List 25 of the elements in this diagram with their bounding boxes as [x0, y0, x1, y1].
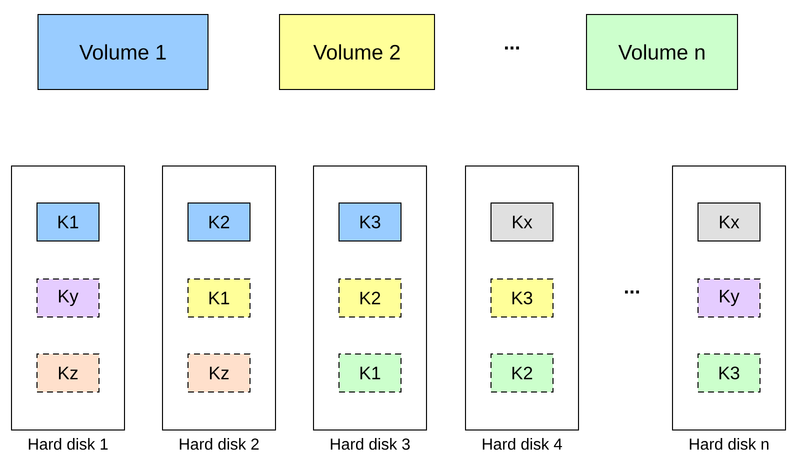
node-label: Hard disk 3 — [330, 438, 410, 450]
node-label: Hard disk n — [690, 438, 768, 450]
key-box: Kx — [698, 202, 760, 242]
key-box: K1 — [338, 354, 402, 392]
key-box: K2 — [338, 278, 402, 318]
ellipsis: ... — [505, 46, 519, 50]
key-box: Ky — [36, 278, 100, 318]
key-box: K3 — [490, 278, 554, 318]
ellipsis: ... — [625, 290, 639, 294]
volume-box: Volume 1 — [38, 14, 208, 90]
key-box: K2 — [188, 202, 250, 242]
key-box: Kx — [490, 202, 554, 242]
key-box: Kz — [36, 354, 100, 392]
key-box: K1 — [188, 278, 250, 318]
volume-box: Volume n — [586, 14, 738, 90]
key-box: Ky — [698, 278, 760, 318]
node-label: Hard disk 1 — [28, 438, 108, 450]
volume-box: Volume 2 — [279, 14, 435, 90]
key-box: K3 — [698, 354, 760, 392]
key-box: Kz — [188, 354, 250, 392]
key-box: K1 — [36, 202, 100, 242]
key-box: K2 — [490, 354, 554, 392]
node-label: Hard disk 2 — [180, 438, 259, 450]
node-label: Hard disk 4 — [482, 438, 562, 450]
key-box: K3 — [338, 202, 402, 242]
